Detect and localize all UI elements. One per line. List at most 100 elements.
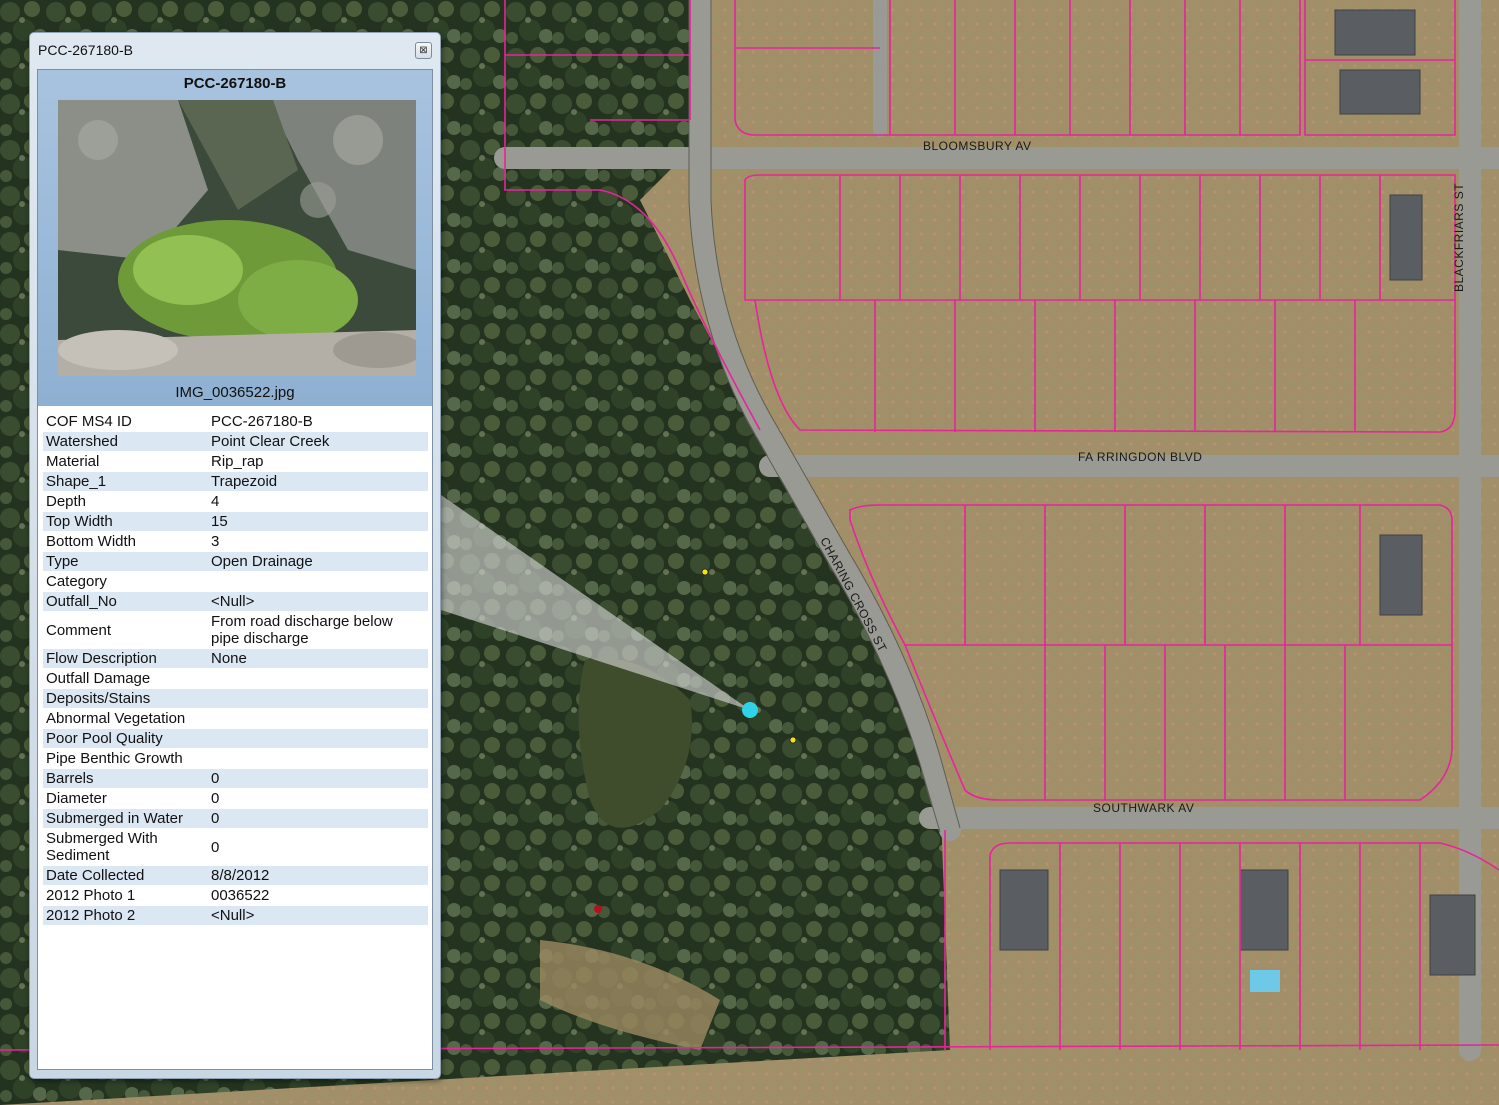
attribute-field-name: Barrels bbox=[43, 769, 208, 788]
outfall-point[interactable] bbox=[789, 736, 797, 744]
attribute-row: 2012 Photo 1 0036522 bbox=[43, 886, 428, 905]
attribute-field-name: Diameter bbox=[46, 790, 107, 807]
attribute-field-value: 0 bbox=[208, 769, 428, 788]
attribute-field-value bbox=[208, 729, 428, 748]
attribute-field-value: <Null> bbox=[208, 906, 428, 925]
attribute-row: Diameter 0 bbox=[43, 789, 428, 808]
attribute-field-value: 8/8/2012 bbox=[208, 866, 428, 885]
attribute-field-name: Poor Pool Quality bbox=[43, 729, 208, 748]
attribute-row: Category bbox=[43, 572, 428, 591]
attribute-field-value: None bbox=[208, 649, 428, 668]
attribute-field-value: 0 bbox=[211, 790, 220, 807]
attribute-field-value bbox=[208, 669, 428, 688]
attribute-row: Bottom Width 3 bbox=[43, 532, 428, 551]
attribute-row: Outfall Damage bbox=[43, 669, 428, 688]
attribute-field-name: Deposits/Stains bbox=[43, 689, 208, 708]
pond bbox=[578, 658, 692, 828]
attribute-field-value: Open Drainage bbox=[208, 552, 428, 571]
attribute-field-name: Flow Description bbox=[43, 649, 208, 668]
close-button[interactable]: ⊠ bbox=[415, 42, 432, 59]
selected-outfall-point[interactable] bbox=[742, 702, 758, 718]
road-label-southwark: SOUTHWARK AV bbox=[1093, 801, 1194, 815]
attribute-row: Pipe Benthic Growth bbox=[43, 749, 428, 768]
attribute-field-name: Outfall Damage bbox=[46, 670, 151, 687]
attribute-row: Submerged With Sediment 0 bbox=[43, 829, 428, 865]
attribute-row: Outfall_No<Null> bbox=[43, 592, 428, 611]
outfall-point[interactable] bbox=[701, 568, 709, 576]
popup-content: PCC-267180-B bbox=[37, 69, 433, 1070]
attribute-field-name: Type bbox=[43, 552, 208, 571]
attribute-field-value: Trapezoid bbox=[208, 472, 428, 491]
road-label-bloomsbury: BLOOMSBURY AV bbox=[923, 139, 1032, 153]
attribute-field-name: Outfall_No bbox=[43, 592, 208, 611]
attribute-field-name: Date Collected bbox=[43, 866, 208, 885]
attribute-field-value: 3 bbox=[211, 533, 220, 550]
pool bbox=[1250, 970, 1280, 992]
attribute-field-name: 2012 Photo 1 bbox=[46, 887, 136, 904]
attribute-field-value: Point Clear Creek bbox=[208, 432, 428, 451]
callout-pointer bbox=[441, 495, 750, 710]
attribute-field-name: Abnormal Vegetation bbox=[46, 710, 186, 727]
photo-caption: IMG_0036522.jpg bbox=[175, 384, 295, 401]
attribute-row: 2012 Photo 2<Null> bbox=[43, 906, 428, 925]
attribute-field-name: Shape_1 bbox=[43, 472, 208, 491]
photo-image bbox=[58, 100, 416, 376]
attribute-field-name: Pipe Benthic Growth bbox=[46, 750, 183, 767]
feature-photo[interactable] bbox=[58, 100, 416, 376]
attribute-row: COF MS4 ID PCC-267180-B bbox=[43, 412, 428, 431]
popup-titlebar[interactable]: PCC-267180-B ⊠ bbox=[30, 33, 440, 67]
attribute-field-name: Submerged With Sediment bbox=[46, 830, 158, 864]
road-label-blackfriars: BLACKFRIARS ST bbox=[1452, 183, 1466, 292]
attribute-row: Comment From road discharge below pipe di… bbox=[43, 612, 428, 648]
attribute-field-name: Material bbox=[46, 453, 100, 470]
attribute-field-name: COF MS4 ID bbox=[46, 413, 132, 430]
road-network bbox=[494, 0, 1499, 1061]
clearing bbox=[540, 940, 720, 1050]
attribute-row: Abnormal Vegetation bbox=[43, 709, 428, 728]
attribute-row: Poor Pool Quality bbox=[43, 729, 428, 748]
attribute-field-value: From road discharge below pipe discharge bbox=[211, 613, 393, 647]
attribute-field-name: 2012 Photo 2 bbox=[43, 906, 208, 925]
attribute-field-name: Watershed bbox=[43, 432, 208, 451]
popup-window-title: PCC-267180-B bbox=[38, 42, 133, 58]
houses bbox=[999, 9, 1476, 976]
attribute-field-value: 0036522 bbox=[211, 887, 270, 904]
attribute-field-name: Category bbox=[46, 573, 107, 590]
popup-header-panel: PCC-267180-B bbox=[38, 70, 432, 406]
attribute-field-value bbox=[208, 749, 428, 768]
attribute-row: Depth 4 bbox=[43, 492, 428, 511]
attribute-field-name: Depth bbox=[46, 493, 87, 510]
road-label-farringdon: FA RRINGDON BLVD bbox=[1078, 450, 1202, 464]
attribute-field-name: Submerged in Water bbox=[43, 809, 208, 828]
attribute-field-value: 0 bbox=[211, 838, 220, 856]
road-edges bbox=[688, 0, 961, 833]
feature-title: PCC-267180-B bbox=[183, 75, 287, 92]
close-icon[interactable]: ⊠ bbox=[419, 45, 428, 56]
attribute-field-value: 15 bbox=[208, 512, 428, 531]
attribute-field-value: 0 bbox=[208, 809, 428, 828]
attribute-field-name: Bottom Width bbox=[46, 533, 137, 550]
parcel-lines bbox=[0, 0, 1499, 1051]
identify-popup[interactable]: PCC-267180-B ⊠ PCC-267180-B bbox=[29, 32, 441, 1079]
attribute-field-name: Comment bbox=[46, 621, 112, 639]
red-point[interactable] bbox=[594, 905, 602, 913]
attribute-field-name: Top Width bbox=[43, 512, 208, 531]
attribute-field-value: <Null> bbox=[208, 592, 428, 611]
attribute-field-value bbox=[208, 572, 428, 591]
attribute-field-value: 4 bbox=[211, 493, 220, 510]
attribute-field-value: Rip_rap bbox=[211, 453, 264, 470]
attribute-field-value bbox=[208, 709, 428, 728]
attribute-field-value: PCC-267180-B bbox=[211, 413, 313, 430]
attribute-field-value bbox=[208, 689, 428, 708]
attribute-row: Material Rip_rap bbox=[43, 452, 428, 471]
attribute-row: Deposits/Stains bbox=[43, 689, 428, 708]
